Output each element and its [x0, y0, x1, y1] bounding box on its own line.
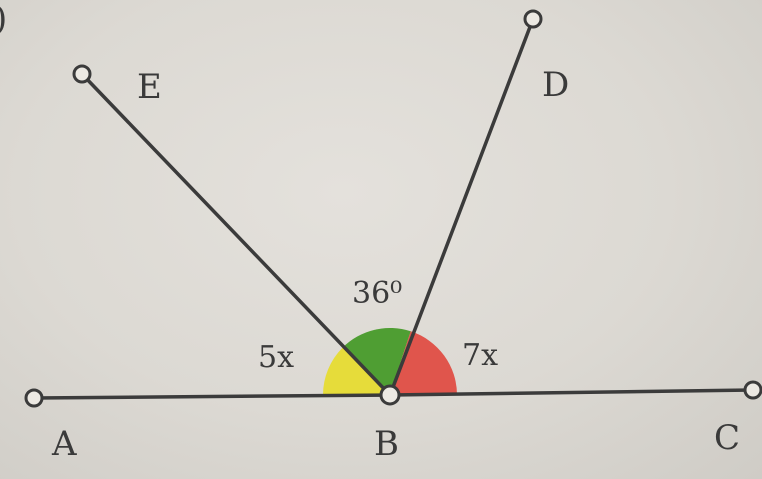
ray-be [80, 72, 392, 397]
problem-number-fragment: ) [0, 0, 7, 39]
segment-bc [388, 388, 755, 397]
point-c-marker [743, 380, 762, 400]
point-b-marker [379, 384, 401, 406]
point-a-label: A [51, 424, 77, 464]
segment-ab [32, 393, 392, 400]
point-c-label: C [714, 418, 740, 458]
point-d-label: D [542, 65, 569, 105]
point-e-label: E [137, 67, 162, 107]
angle-sector-abe [323, 347, 390, 395]
ray-bd [388, 17, 535, 397]
point-b-label: B [374, 424, 399, 464]
point-d-marker [523, 9, 543, 29]
point-e-marker [72, 64, 92, 84]
point-a-marker [24, 388, 44, 408]
angle-dbc-label: 7x [462, 338, 498, 373]
angle-sector-ebd [342, 328, 411, 395]
angle-ebd-label: 36⁰ [352, 276, 402, 311]
angle-abe-label: 5x [258, 340, 294, 375]
